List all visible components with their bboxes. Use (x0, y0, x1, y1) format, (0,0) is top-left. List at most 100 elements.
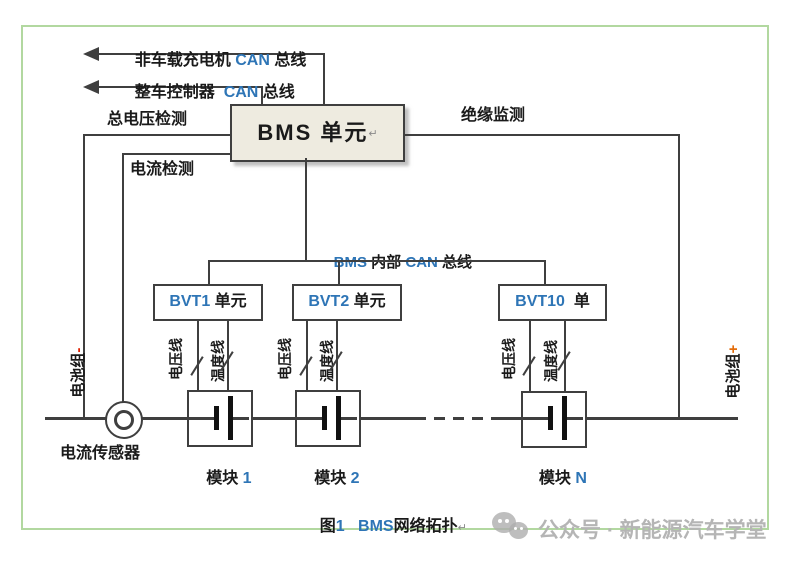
bvt1-unit-box: BVT1 单元 (153, 284, 263, 321)
bvt10-unit-box: BVT10 单 (498, 284, 607, 321)
internal-can-label-bms: BMS (333, 254, 368, 272)
current-sensor-label: 电流传感器 (60, 445, 141, 462)
pack-plus-sign: + (725, 344, 742, 354)
module1-number: 1 (242, 470, 252, 488)
module1-cell-long-plate (228, 396, 233, 440)
module2-cell-lead (341, 417, 357, 420)
module2-voltage-wire-label: 电压线 (277, 338, 293, 380)
total-voltage-line (84, 134, 230, 136)
caption-fig: 图 (319, 518, 336, 535)
bms-internal-drop-line (305, 158, 307, 262)
module1-temperature-wire-label: 温度线 (210, 340, 226, 382)
return-mark: ↵ (457, 522, 467, 534)
offboard-can-drop-line (323, 53, 325, 105)
wechat-dot (498, 519, 502, 523)
pack-bus-segment (587, 417, 738, 420)
wechat-dot (514, 527, 517, 530)
bvt2-bus-drop-line (338, 260, 340, 284)
current-sense-drop-line (122, 153, 124, 402)
bms-unit-box: BMS 单元 ↵ (230, 104, 405, 162)
bvt2-unit-box: BVT2 单元 (292, 284, 402, 321)
module1-cell-short-plate (214, 406, 219, 430)
moduleN-temperature-wire-label: 温度线 (543, 340, 559, 382)
module2-cell-short-plate (322, 406, 327, 430)
module1-name: 模块 (206, 470, 243, 488)
bms-unit-label: BMS 单元 (257, 120, 369, 146)
wechat-icon (492, 510, 532, 544)
bvt1-id: BVT1 (169, 293, 211, 311)
bvt10-id: BVT10 (515, 293, 565, 311)
module1-voltage-wire (197, 321, 199, 390)
offboard-can-line (97, 53, 325, 55)
current-sense-line (123, 153, 230, 155)
offboard-can-label-can: CAN (235, 52, 270, 70)
bvt1-suffix: 单元 (210, 293, 247, 311)
moduleN-cell-short-plate (548, 406, 553, 430)
vehicle-can-label-pre: 整车控制器 (134, 84, 224, 102)
vehicle-can-label: 整车控制器 CAN 总线 (117, 66, 295, 121)
caption-rest: 网络拓扑 (393, 518, 458, 535)
offboard-can-label: 非车载充电机 CAN 总线 (117, 34, 307, 89)
left-arrowhead-icon (83, 47, 99, 61)
pack-bus-segment (253, 417, 295, 420)
pack-name: 电池组 (725, 353, 742, 399)
moduleN-cell-long-plate (562, 396, 567, 440)
moduleN-number: N (575, 470, 587, 488)
internal-can-label: BMS 内部 CAN 总线 (317, 237, 472, 289)
diagram-frame-border (21, 25, 769, 530)
insulation-drop-line (678, 134, 680, 419)
wechat-bubble-small (509, 522, 528, 539)
bvt10-suffix: 单 (564, 293, 590, 311)
pack-bus-segment (360, 417, 415, 420)
current-sensor-inner-ring (114, 410, 134, 430)
caption-number: 1 (335, 518, 345, 535)
pack-minus-sign: - (70, 347, 87, 353)
vehicle-can-label-can: CAN (223, 84, 259, 102)
wechat-dot (505, 519, 509, 523)
module1-label: 模块 1 (180, 452, 260, 507)
module2-name: 模块 (314, 470, 351, 488)
watermark-text: 公众号 · 新能源汽车学堂 (538, 519, 767, 542)
offboard-can-label-post: 总线 (269, 52, 307, 70)
vehicle-can-line (97, 86, 263, 88)
module1-voltage-wire-label: 电压线 (168, 338, 184, 380)
module2-cell-long-plate (336, 396, 341, 440)
module2-temperature-wire-label: 温度线 (319, 340, 335, 382)
module2-cell-lead (297, 417, 322, 420)
bvt2-suffix: 单元 (349, 293, 386, 311)
moduleN-name: 模块 (538, 470, 576, 488)
vehicle-can-drop-line (261, 86, 263, 105)
offboard-can-label-pre: 非车载充电机 (134, 52, 236, 70)
caption-bms: BMS (358, 518, 394, 535)
current-sensor-outer-ring (105, 401, 143, 439)
internal-can-label-post: 总线 (437, 254, 473, 272)
moduleN-voltage-wire-label: 电压线 (501, 338, 517, 380)
moduleN-label: 模块 N (514, 452, 594, 507)
moduleN-voltage-wire (529, 321, 531, 391)
bvt2-id: BVT2 (308, 293, 350, 311)
module2-label: 模块 2 (288, 452, 368, 507)
bvt10-bus-drop-line (544, 260, 546, 284)
moduleN-cell-lead (523, 417, 548, 420)
total-voltage-drop-line (83, 134, 85, 419)
internal-can-label-can: CAN (405, 254, 438, 272)
total-voltage-label: 总电压检测 (107, 111, 188, 128)
pack-name: 电池组 (70, 352, 87, 398)
internal-can-bus-line (209, 260, 546, 262)
pack-positive-terminal-label: 电池组+ (705, 340, 742, 420)
return-mark: ↵ (368, 127, 378, 140)
module2-number: 2 (350, 470, 360, 488)
insulation-line (403, 134, 680, 136)
module1-cell-lead (233, 417, 249, 420)
current-sense-label: 电流检测 (130, 161, 195, 178)
module2-voltage-wire (306, 321, 308, 390)
moduleN-cell-lead (567, 417, 583, 420)
wechat-dot (520, 527, 523, 530)
left-arrowhead-icon (83, 80, 99, 94)
vehicle-can-label-post: 总线 (258, 84, 295, 102)
pack-negative-terminal-label: 电池组- (50, 341, 87, 421)
pack-bus-segment (502, 417, 521, 420)
figure-caption: 图1 BMS网络拓扑↵ (302, 494, 467, 554)
module1-cell-lead (189, 417, 214, 420)
